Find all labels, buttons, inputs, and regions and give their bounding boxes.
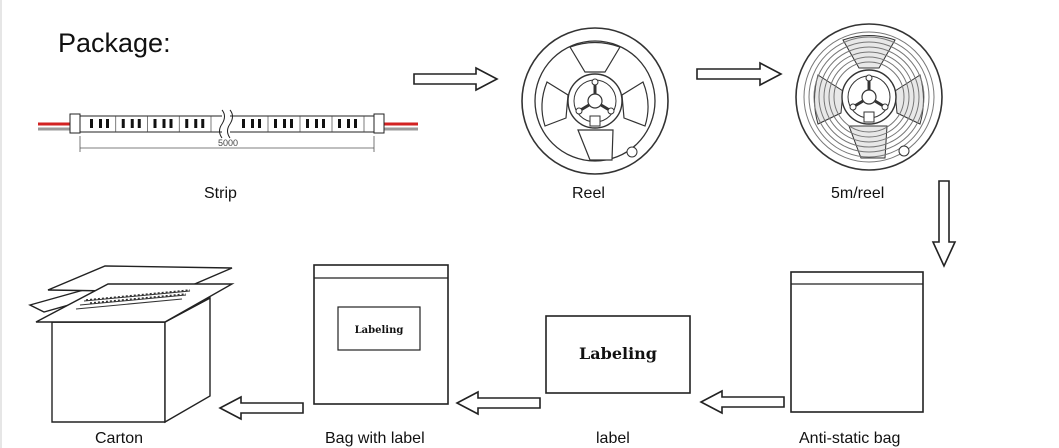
page-title: Package: — [58, 28, 171, 58]
caption-reel: Reel — [572, 185, 605, 202]
strip-body — [80, 115, 374, 133]
caption-carton: Carton — [95, 430, 144, 447]
led-chip — [130, 119, 134, 128]
carton-box — [28, 265, 235, 424]
arrow-right-icon — [696, 61, 783, 87]
arrow-left-icon — [218, 395, 304, 421]
led-chip — [185, 119, 189, 128]
led-chip — [290, 119, 293, 128]
arrow-right-icon — [413, 66, 499, 92]
caption-strip: Strip — [204, 185, 237, 202]
led-chip — [201, 119, 205, 128]
reel-empty — [521, 27, 669, 175]
led-chip — [338, 119, 341, 128]
strip-end-cap-right — [373, 113, 385, 134]
arrow-down-icon — [931, 180, 957, 268]
caption-5m-reel: 5m/reel — [831, 185, 885, 202]
led-chip — [106, 119, 109, 128]
led-chip — [315, 119, 318, 128]
led-chip — [322, 119, 325, 128]
led-chip — [99, 119, 102, 128]
led-chip — [169, 119, 173, 128]
led-strip: 5000 — [38, 109, 418, 152]
caption-anti-static-bag: Anti-static bag — [799, 430, 901, 447]
caption-bag-with-label: Bag with label — [325, 430, 425, 447]
led-chip — [258, 119, 261, 128]
led-chip — [153, 119, 157, 128]
led-chip — [121, 119, 125, 128]
reel-full — [795, 23, 943, 171]
caption-label: label — [596, 430, 630, 447]
strip-break-right — [227, 109, 233, 139]
led-chip — [274, 119, 277, 128]
led-chip — [306, 119, 309, 128]
led-chip — [242, 119, 245, 128]
led-segments — [90, 116, 365, 132]
anti-static-bag — [790, 271, 924, 413]
led-chip — [251, 119, 254, 128]
bag-label-text: Labeling — [355, 325, 404, 336]
strip-break-left — [219, 109, 225, 139]
led-chip — [162, 119, 166, 128]
bag-with-label: Labeling — [313, 264, 449, 405]
strip-end-cap-left — [69, 113, 81, 134]
dimension-label: 5000 — [218, 138, 238, 148]
led-chip — [283, 119, 286, 128]
arrow-left-icon — [455, 390, 541, 416]
led-chip — [354, 119, 357, 128]
led-chip — [194, 119, 198, 128]
led-chip — [347, 119, 350, 128]
left-edge-bar — [0, 0, 2, 448]
label-card: Labeling — [545, 315, 691, 394]
led-chip — [90, 119, 93, 128]
arrow-left-icon — [699, 389, 785, 415]
label-text: Labeling — [579, 344, 657, 363]
led-chip — [137, 119, 141, 128]
